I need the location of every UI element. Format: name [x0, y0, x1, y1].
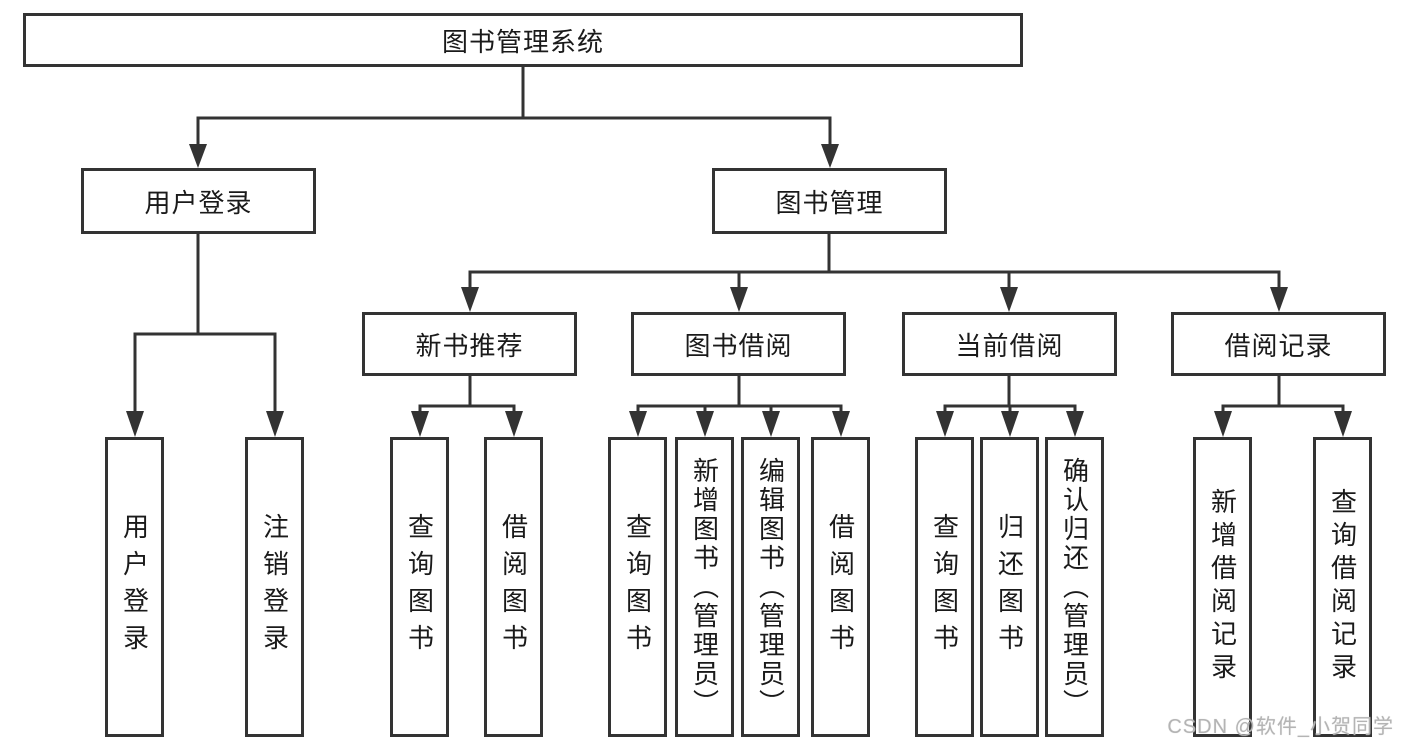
leaf-label: 编辑图书（管理员） [755, 456, 786, 718]
leaf-label: 查询图书 [622, 513, 653, 661]
leaf-query-borrow-record: 查询借阅记录 [1313, 437, 1372, 737]
leaf-label: 归还图书 [994, 513, 1025, 661]
leaf-add-books-admin: 新增图书（管理员） [675, 437, 734, 737]
leaf-label: 借阅图书 [825, 513, 856, 661]
leaf-edit-books-admin: 编辑图书（管理员） [741, 437, 800, 737]
leaf-label: 查询图书 [929, 513, 960, 661]
node-borrowing-records: 借阅记录 [1171, 312, 1386, 376]
node-label: 新书推荐 [415, 330, 524, 361]
csdn-watermark: CSDN @软件_小贺同学 [1167, 716, 1394, 738]
node-label: 当前借阅 [955, 330, 1064, 361]
leaf-add-borrow-record: 新增借阅记录 [1193, 437, 1252, 737]
arrowheads [126, 144, 1352, 437]
leaf-query-books-recommend: 查询图书 [390, 437, 449, 737]
node-label: 图书管理系统 [441, 26, 604, 57]
leaf-query-books-borrow: 查询图书 [608, 437, 667, 737]
node-label: 用户登录 [144, 187, 253, 218]
leaf-confirm-return-admin: 确认归还（管理员） [1045, 437, 1104, 737]
leaf-label: 查询借阅记录 [1327, 488, 1358, 686]
leaf-return-books: 归还图书 [980, 437, 1039, 737]
leaf-user-login: 用户登录 [105, 437, 164, 737]
leaf-label: 新增图书（管理员） [689, 456, 720, 718]
node-label: 图书管理 [775, 187, 884, 218]
node-new-book-recommendation: 新书推荐 [362, 312, 577, 376]
leaf-borrow-books: 借阅图书 [811, 437, 870, 737]
node-book-borrowing: 图书借阅 [631, 312, 846, 376]
leaf-borrow-books-recommend: 借阅图书 [484, 437, 543, 737]
leaf-label: 注销登录 [259, 513, 290, 661]
node-label: 图书借阅 [684, 330, 793, 361]
node-book-management: 图书管理 [712, 168, 947, 234]
leaf-label: 查询图书 [404, 513, 435, 661]
leaf-logout: 注销登录 [245, 437, 304, 737]
leaf-query-books-current: 查询图书 [915, 437, 974, 737]
leaf-label: 用户登录 [119, 513, 150, 661]
leaf-label: 新增借阅记录 [1207, 488, 1238, 686]
node-library-management-system: 图书管理系统 [23, 13, 1023, 67]
node-label: 借阅记录 [1224, 330, 1333, 361]
leaf-label: 借阅图书 [498, 513, 529, 661]
leaf-label: 确认归还（管理员） [1059, 456, 1090, 718]
node-current-borrowing: 当前借阅 [902, 312, 1117, 376]
node-user-login: 用户登录 [81, 168, 316, 234]
